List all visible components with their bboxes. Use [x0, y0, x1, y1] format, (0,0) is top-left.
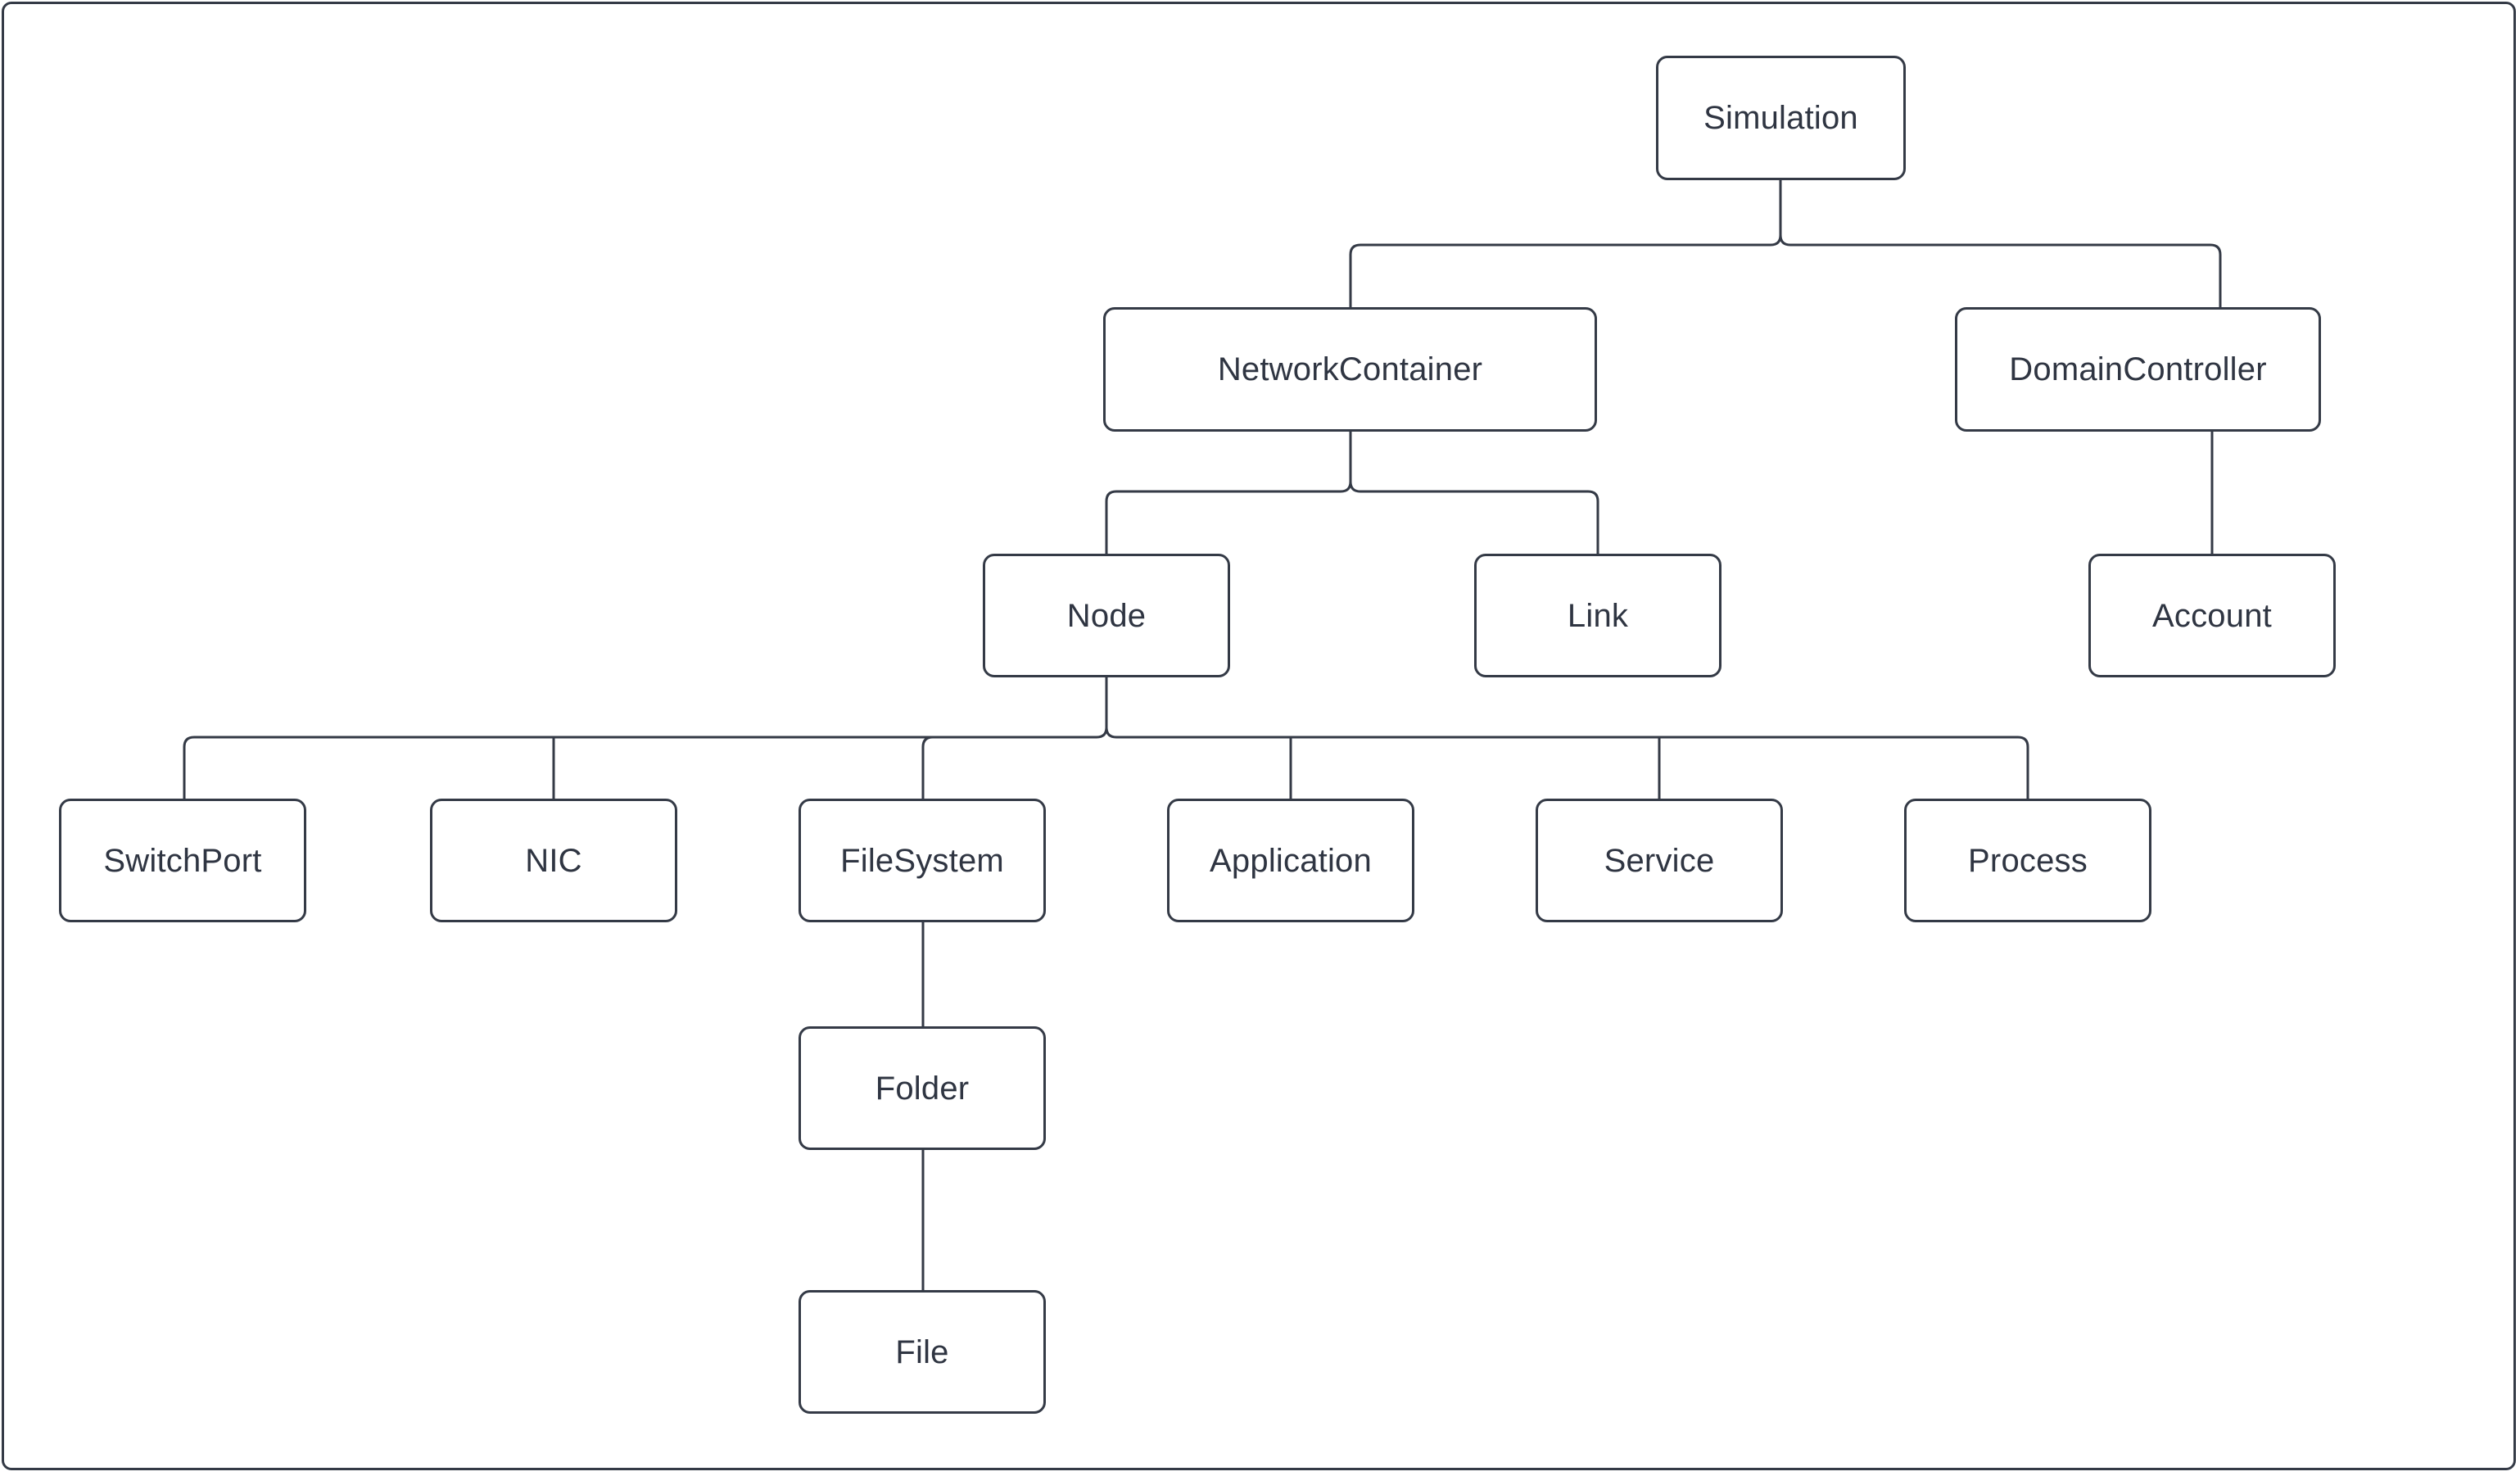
- class-node-service[interactable]: Service: [1536, 799, 1783, 922]
- class-node-label: Folder: [875, 1070, 970, 1107]
- class-node-label: File: [895, 1333, 949, 1370]
- class-node-label: Node: [1066, 597, 1147, 634]
- class-node-label: NIC: [525, 842, 582, 879]
- class-node-label: Simulation: [1703, 100, 1858, 136]
- class-node-node[interactable]: Node: [983, 554, 1230, 677]
- class-node-nic[interactable]: NIC: [430, 799, 677, 922]
- class-node-label: Application: [1210, 842, 1372, 879]
- class-node-domain-controller[interactable]: DomainController: [1955, 307, 2321, 432]
- class-node-process[interactable]: Process: [1904, 799, 2151, 922]
- class-node-folder[interactable]: Folder: [799, 1026, 1046, 1150]
- class-node-filesystem[interactable]: FileSystem: [799, 799, 1046, 922]
- class-node-label: FileSystem: [840, 842, 1004, 879]
- class-node-label: Link: [1567, 597, 1629, 634]
- class-node-label: Process: [1968, 842, 2088, 879]
- class-node-application[interactable]: Application: [1167, 799, 1414, 922]
- class-node-label: Account: [2152, 597, 2272, 634]
- class-node-account[interactable]: Account: [2088, 554, 2336, 677]
- class-node-file[interactable]: File: [799, 1290, 1046, 1414]
- class-node-simulation[interactable]: Simulation: [1656, 56, 1906, 180]
- class-node-label: NetworkContainer: [1217, 351, 1483, 387]
- class-node-network-container[interactable]: NetworkContainer: [1103, 307, 1597, 432]
- class-node-label: DomainController: [2009, 351, 2267, 387]
- class-node-link[interactable]: Link: [1474, 554, 1721, 677]
- class-node-label: Service: [1604, 842, 1715, 879]
- class-node-label: SwitchPort: [103, 842, 262, 879]
- class-node-switchport[interactable]: SwitchPort: [59, 799, 306, 922]
